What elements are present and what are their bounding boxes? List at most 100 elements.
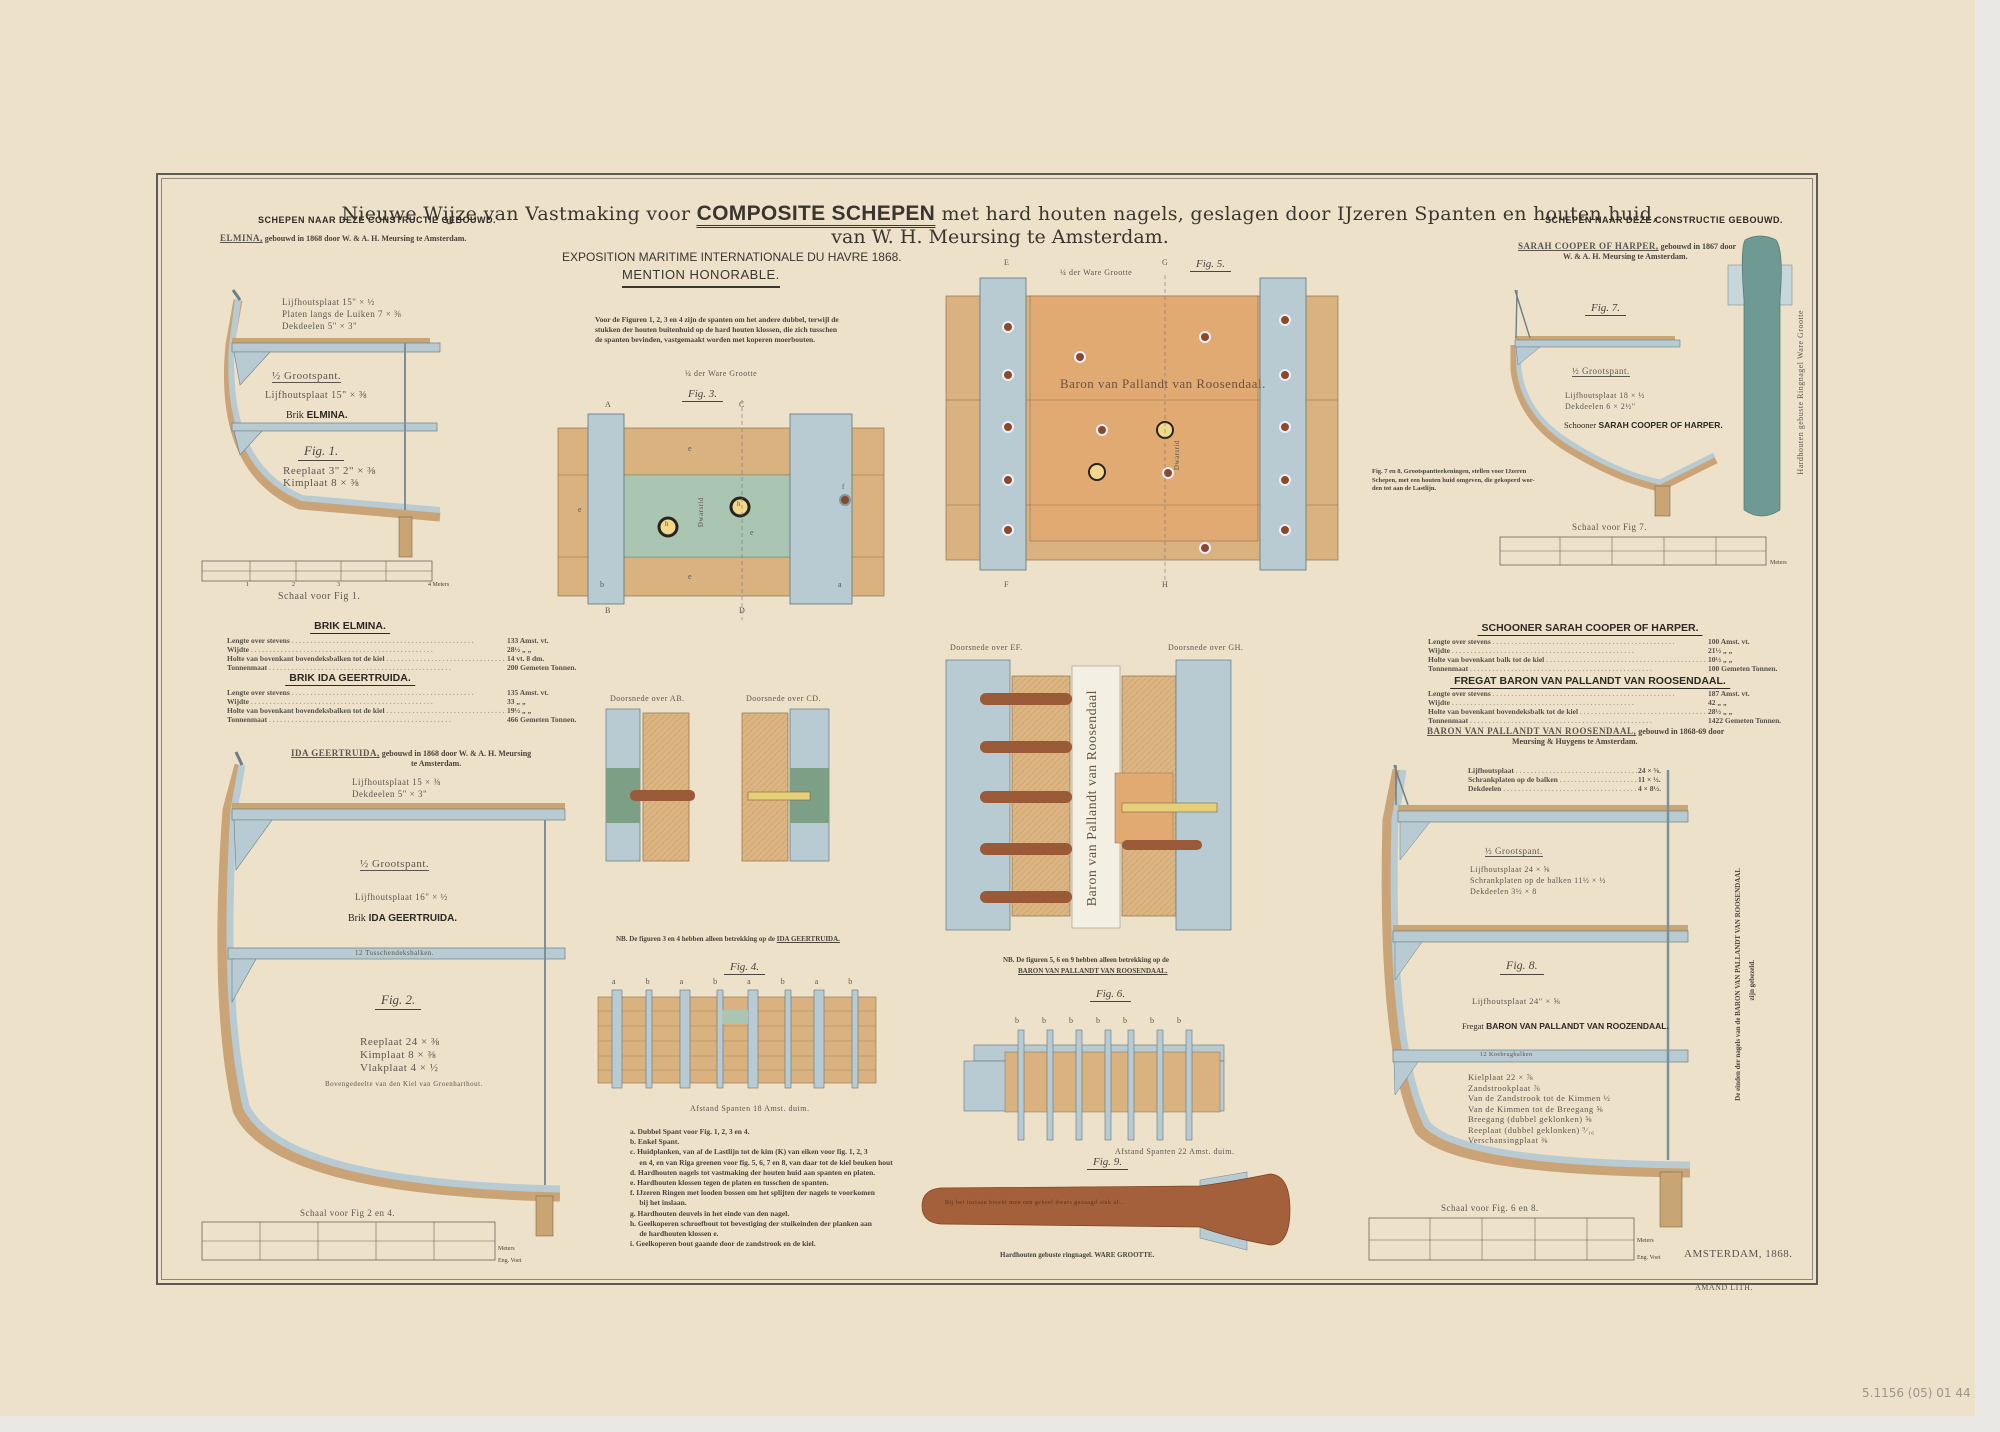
legend-item: c. Huidplanken, van af de Lastlijn tot d… (630, 1147, 868, 1157)
fig1-notes-bottom: Reeplaat 3" 2" × ⅜ Kimplaat 8 × ⅜ (283, 465, 376, 489)
section-cd (741, 708, 830, 862)
fig7-label: Fig. 7. (1585, 302, 1627, 316)
row-value: 133 Amst. vt. (507, 636, 549, 645)
row-key: Holte van bovenkant bovendeksbalk tot de… (1428, 707, 1708, 716)
fig1-note: Dekdeelen 5" × 3" (282, 321, 358, 331)
row-key: Tonnenmaat (227, 715, 507, 724)
fig2-scale-bar (201, 1221, 496, 1261)
fig2-half-frame: ½ Grootspant. (360, 858, 430, 871)
frame-letter: b (1177, 1016, 1182, 1025)
elmina-table-title: BRIK ELMINA. (310, 620, 390, 634)
fig5-inscription: Baron van Pallandt van Roosendaal. (1060, 376, 1266, 391)
fig4-spacing: Afstand Spanten 18 Amst. duim. (690, 1104, 810, 1113)
row-key: Schrankplaten op de balken (1468, 775, 1638, 784)
fig8-note: Kielplaat 22 × ⅞ (1468, 1072, 1534, 1082)
fig3-letter: e (750, 528, 755, 537)
frame-letter: b (1069, 1016, 1074, 1025)
fig3-letter: f (842, 483, 845, 491)
legend-item: f. IJzeren Ringen met looden bossen om h… (630, 1188, 875, 1198)
fig2-scale-label: Schaal voor Fig 2 en 4. (300, 1208, 395, 1218)
title-prefix: Nieuwe Wijze van Vastmaking voor (341, 203, 691, 225)
frame-letter: b (1123, 1016, 1128, 1025)
fig7-hull-section (1510, 289, 1718, 517)
legend-item: i. Geelkoperen bout gaande door de zands… (630, 1239, 816, 1249)
row-value: 19½ „ „ (507, 706, 532, 715)
row-value: 100 Gemeten Tonnen. (1708, 664, 1778, 673)
intro-note-line: Voor de Figuren 1, 2, 3 en 4 zijn de spa… (595, 315, 839, 324)
fig4-frame-letters: a b a b a b a b (612, 977, 853, 986)
section-cd-label: Doorsnede over CD. (746, 694, 821, 703)
legend-item: e. Hardhouten klossen tegen de platen en… (630, 1178, 829, 1188)
baron-built-line: BARON VAN PALLANDT VAN ROOSENDAAL, gebou… (1427, 726, 1724, 747)
fig2-note: Kimplaat 8 × ⅜ (360, 1049, 437, 1061)
nb-figs-5-6-9: NB. De figuren 5, 6 en 9 hebben alleen b… (1003, 955, 1169, 977)
row-key: Lengte over stevens (1428, 689, 1708, 698)
legend-item: g. Hardhouten deuvels in het einde van d… (630, 1208, 790, 1218)
sarah-table-title: SCHOONER SARAH COOPER OF HARPER. (1477, 622, 1703, 636)
row-key: Holte van bovenkant bovendeksbalken tot … (227, 706, 507, 715)
fig7-note: Dekdeelen 6 × 2½" (1565, 402, 1636, 411)
sarah-table: Lengte over stevens100 Amst. vt. Wijdte2… (1428, 637, 1798, 673)
intro-note-line: stukken der houten buitenhuid op de hard… (595, 325, 838, 335)
fig2-note: Dekdeelen 5" × 3" (352, 789, 428, 799)
row-key: Holte van bovenkant bovendeksbalken tot … (227, 654, 507, 663)
table-row: Tonnenmaat200 Gemeten Tonnen. (227, 663, 597, 672)
fig6-elevation (963, 1029, 1225, 1141)
fig6-label: Fig. 6. (1090, 988, 1132, 1002)
table-row: Lengte over stevens133 Amst. vt. (227, 636, 597, 645)
fig5-scale: ¼ der Ware Grootte (1060, 268, 1133, 277)
fig9-nail-text: Bij het inslaan breekt men een geheel dw… (945, 1200, 1126, 1206)
row-key: Tonnenmaat (1428, 716, 1708, 725)
fig8-label: Fig. 8. (1500, 958, 1544, 975)
fig3-letter: h (737, 500, 741, 508)
row-value: 1422 Gemeten Tonnen. (1708, 716, 1782, 725)
fig5-plan (945, 275, 1339, 580)
row-key: Holte van bovenkant balk tot de kiel (1428, 655, 1708, 664)
plate-border (156, 173, 1818, 1285)
right-header: SCHEPEN NAAR DEZE CONSTRUCTIE GEBOUWD. (1545, 215, 1784, 225)
row-key: Wijdte (227, 645, 507, 654)
fig9-label: Fig. 9. (1087, 1156, 1129, 1170)
table-row: Holte van bovenkant bovendeksbalk tot de… (1428, 707, 1798, 716)
fig3-plan (557, 400, 885, 620)
row-value: 42 „ „ (1708, 698, 1727, 707)
frame-letter: b (780, 977, 786, 986)
fig1-hull-section (223, 289, 441, 558)
fig7-scale-bar (1499, 536, 1767, 566)
elmina-built: gebouwd in 1868 door W. & A. H. Meursing… (264, 234, 467, 243)
fig1-ship-label: Brik ELMINA. (286, 410, 348, 421)
fig8-note: Verschansingplaat ⅜ (1468, 1135, 1548, 1145)
row-key: Tonnenmaat (227, 663, 507, 672)
table-row: Tonnenmaat1422 Gemeten Tonnen. (1428, 716, 1798, 725)
fig1-scale-tick: 1 (246, 582, 249, 588)
frame-letter: b (1096, 1016, 1101, 1025)
elmina-table: Lengte over stevens133 Amst. vt. Wijdte2… (227, 636, 597, 672)
table-row: Wijdte42 „ „ (1428, 698, 1798, 707)
fig2-note: Reeplaat 24 × ⅜ (360, 1036, 440, 1048)
fig8-scale-bar (1368, 1217, 1635, 1261)
ida-built: gebouwd in 1868 door W. & A. H. Meursing (381, 749, 532, 758)
fig1-scale-bar (201, 560, 433, 582)
legend-list: a. Dubbel Spant voor Fig. 1, 2, 3 en 4. … (630, 1127, 893, 1249)
table-row: Tonnenmaat466 Gemeten Tonnen. (227, 715, 597, 724)
fig9-caption: Hardhouten gebuste ringnagel. WARE GROOT… (1000, 1251, 1155, 1259)
sarah-name: SARAH COOPER OF HARPER, (1518, 241, 1659, 251)
fig8-note: Van de Kimmen tot de Breegang ⅝ (1468, 1103, 1604, 1114)
fig8-note: Reeplaat (dubbel geklonken) ⁹⁄₁₆ (1468, 1124, 1595, 1135)
table-row: Wijdte28½ „ „ (227, 645, 597, 654)
table-row: Tonnenmaat100 Gemeten Tonnen. (1428, 664, 1798, 673)
note-line: Fig. 7 en 8, Grootspantteekeningen, stel… (1372, 468, 1527, 475)
fig8-note: Dekdeelen 3½ × 8 (1470, 887, 1537, 896)
row-value: 466 Gemeten Tonnen. (507, 715, 577, 724)
fig8-hull-section (1381, 764, 1691, 1228)
table-row: Wijdte21½ „ „ (1428, 646, 1798, 655)
ship-type: Brik (348, 913, 366, 924)
row-value: 33 „ „ (507, 697, 526, 706)
row-value: 187 Amst. vt. (1708, 689, 1750, 698)
fig5-marker-h: H (1162, 580, 1169, 589)
fig3-marker-a: A (605, 400, 612, 409)
sarah-built-line: SARAH COOPER OF HARPER, gebouwd in 1867 … (1518, 241, 1736, 262)
